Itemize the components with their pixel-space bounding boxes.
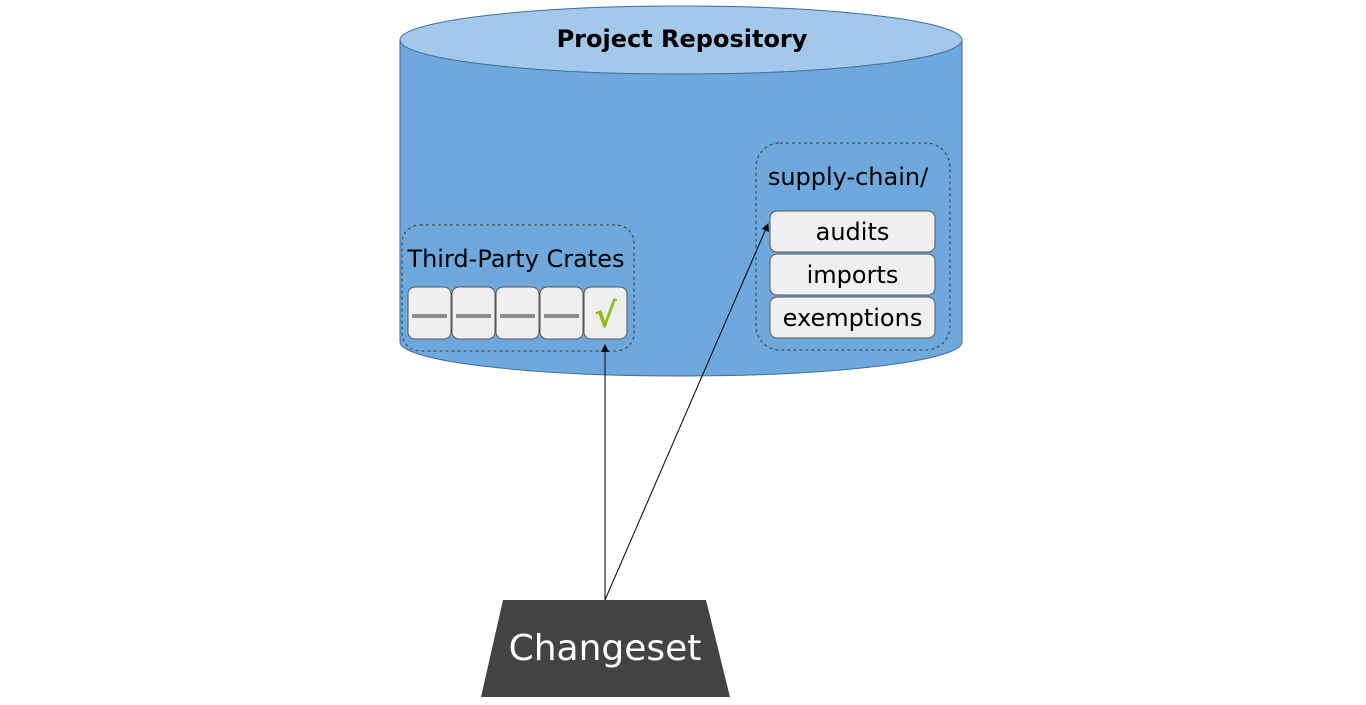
file-label: imports (807, 261, 899, 289)
changeset-shape (481, 600, 730, 697)
supply-chain-border (755, 142, 951, 351)
third-party-crates-group: Third-Party Crates √ (401, 224, 635, 352)
repository-title: Project Repository (557, 25, 808, 53)
supply-chain-label: supply-chain/ (768, 163, 929, 191)
crate-box-frame (583, 286, 628, 340)
file-box (769, 296, 936, 339)
crate-box-frame (495, 286, 540, 340)
crate-box (539, 286, 584, 340)
changeset-label: Changeset (509, 628, 702, 669)
crate-box (451, 286, 496, 340)
crate-box: √ (583, 286, 628, 340)
file-audits: audits (769, 210, 936, 253)
crate-box-frame (539, 286, 584, 340)
file-box (769, 210, 936, 253)
crate-box-frame (407, 286, 452, 340)
file-label: audits (816, 218, 890, 246)
supply-chain-files: audits imports exemptions (769, 210, 936, 339)
changeset-arrows (601, 223, 769, 601)
file-box (769, 253, 936, 296)
third-party-crates-border (401, 224, 635, 352)
third-party-crates-label: Third-Party Crates (406, 245, 624, 273)
file-imports: imports (769, 253, 936, 296)
crate-box (407, 286, 452, 340)
checkmark-icon: √ (594, 296, 617, 336)
file-label: exemptions (783, 304, 923, 332)
arrow-to-supply-chain (604, 223, 769, 601)
crate-box-frame (451, 286, 496, 340)
crates-row: √ (407, 286, 628, 340)
supply-chain-group: supply-chain/ audits imports exemptions (755, 142, 951, 351)
repository-cylinder-top (399, 5, 963, 75)
crate-box (495, 286, 540, 340)
changeset: Changeset (481, 600, 730, 697)
file-exemptions: exemptions (769, 296, 936, 339)
